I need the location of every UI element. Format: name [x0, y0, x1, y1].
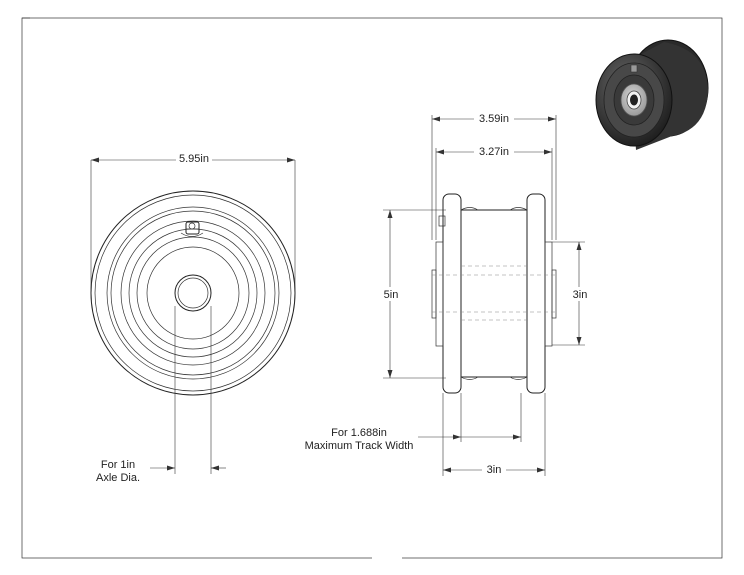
right-flange	[526, 193, 546, 394]
overall-width-label: 3.59in	[479, 113, 509, 125]
axle-label-line2: Axle Dia.	[96, 472, 140, 484]
hub-diameter-label: 3in	[573, 289, 588, 301]
track-label-line2: Maximum Track Width	[305, 440, 414, 452]
side-view: 3.59in 3.27in 5in 3in For 1.688in Maximu…	[305, 111, 592, 476]
tread-width-label: 3in	[487, 464, 502, 476]
drawing-border	[21, 17, 723, 559]
track-label-line1: For 1.688in	[331, 427, 387, 439]
front-view: 5.95in For 1in Axle Dia.	[90, 151, 296, 484]
axle-bore-circle	[174, 274, 212, 312]
wheel-isometric-icon	[595, 39, 709, 150]
outer-rim-circle	[90, 190, 296, 396]
hub-width-label: 3.27in	[479, 146, 509, 158]
axle-label-line1: For 1in	[101, 459, 135, 471]
left-flange	[442, 193, 462, 394]
overall-diameter-label: 5.95in	[179, 153, 209, 165]
grease-fitting-icon	[180, 221, 204, 237]
flange-diameter-label: 5in	[384, 289, 399, 301]
